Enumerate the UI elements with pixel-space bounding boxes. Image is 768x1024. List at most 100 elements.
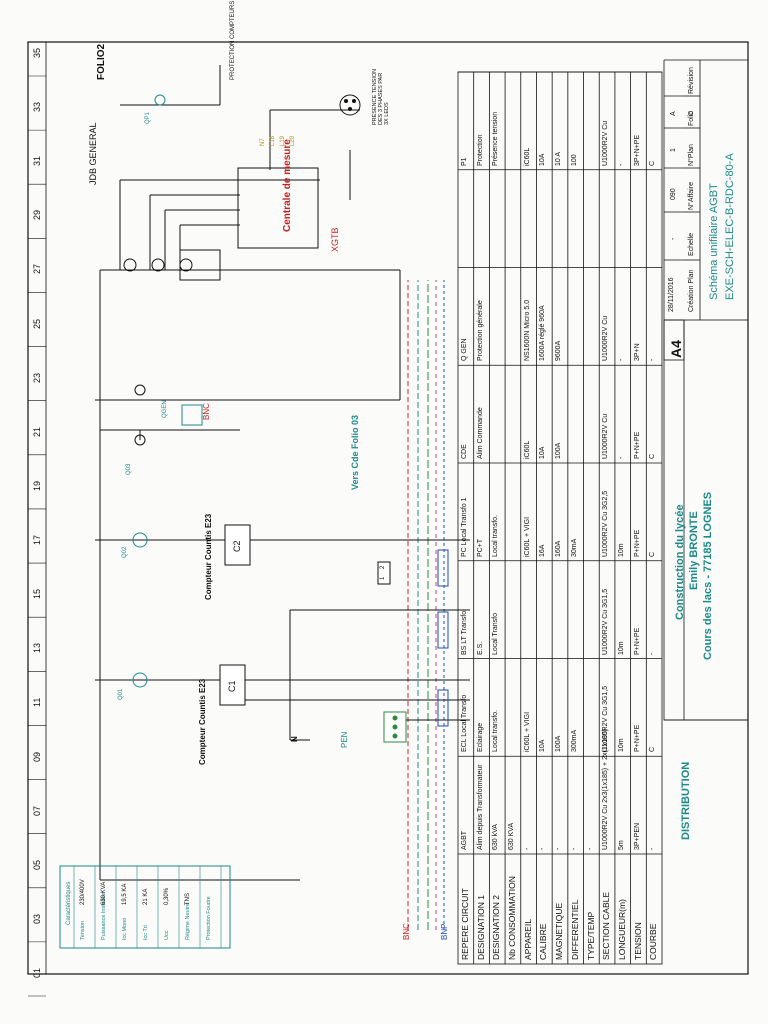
characteristics-row-label: Tension <box>80 921 86 940</box>
project-line-1: Construction du lycée <box>674 504 686 620</box>
table-cell: 5m <box>617 840 625 850</box>
folio-value: A <box>670 111 677 116</box>
table-cell: U1000R2V Cu <box>602 120 610 166</box>
table-row-header: CALIBRE <box>538 923 549 960</box>
grid-number: 33 <box>32 102 42 113</box>
table-cell: Local Transfo <box>492 612 500 655</box>
table-cell: PC+T <box>476 538 484 557</box>
table-cell: - <box>570 847 578 850</box>
xgtb-label: XGTB <box>330 227 340 252</box>
compteur-2-label: Compteur Countis E23 <box>204 513 213 600</box>
folio-label: FOLIO2 <box>96 43 107 80</box>
table-cell: 10A <box>539 446 547 459</box>
table-cell: C <box>649 551 657 557</box>
table-row-header: SECTION CABLE <box>601 891 612 960</box>
table-cell: Protection <box>476 134 484 166</box>
table-row-header: COURBE <box>648 923 659 960</box>
doc-title: Schéma unifilaire AGBT <box>708 183 720 300</box>
grid-number: 01 <box>32 967 42 978</box>
bnc-label: BNC <box>402 923 411 940</box>
table-cell: - <box>617 163 625 166</box>
table-cell: - <box>649 847 657 850</box>
table-cell: U1000R2V Cu 3G1,5 <box>602 588 610 655</box>
grid-number: 15 <box>32 589 42 600</box>
grid-number: 31 <box>32 156 42 167</box>
echelle-value: - <box>670 237 677 240</box>
table-cell: Local transfo. <box>492 514 500 557</box>
table-row-header: REPERE CIRCUIT <box>460 888 470 960</box>
ct-2-icon <box>151 258 165 272</box>
grid-number: 35 <box>32 47 42 58</box>
grid-number: 27 <box>32 264 42 275</box>
bnp-label: BNP <box>440 923 449 940</box>
vers-cde-label: Vers Cde Folio 03 <box>350 414 360 490</box>
table-cell: U1000R2V Cu 3G1,5 <box>602 686 610 753</box>
grid-number: 05 <box>32 859 42 870</box>
grid-number: 11 <box>32 698 42 708</box>
table-row-header: APPAREIL <box>522 919 533 960</box>
table-cell: CDE <box>461 444 468 459</box>
table-cell: iC60L <box>523 147 531 166</box>
qp1-label: QP1 <box>145 111 151 124</box>
table-cell: C <box>649 453 657 459</box>
table-cell: - <box>586 847 594 850</box>
table-cell: 160A <box>555 540 563 557</box>
phase-l20-label: L20 <box>290 135 296 146</box>
bnc-small-label: BNC <box>202 403 211 420</box>
table-cell: NS1600N Micro 5.0 <box>523 300 531 362</box>
table-cell: Protection générale <box>476 300 484 362</box>
circuit-table-frame <box>457 71 663 965</box>
table-cell: 10 A <box>555 151 563 166</box>
table-cell: - <box>539 847 547 850</box>
table-cell: Eclairage <box>476 723 484 753</box>
characteristics-row-value: TNS <box>185 893 191 905</box>
q02-label: Q02 <box>122 546 128 558</box>
pen-label: PEN <box>340 731 349 748</box>
table-cell: - <box>649 652 657 655</box>
table-cell: 630 KVA <box>508 822 516 850</box>
grid-number: 07 <box>32 805 42 816</box>
plan-value: 1 <box>670 148 677 152</box>
phase-n7-label: N7 <box>260 138 266 146</box>
table-cell: U1000R2V Cu <box>602 413 610 459</box>
col-revision: Révision <box>688 67 695 94</box>
table-cell: U1000R2V Cu <box>602 316 610 362</box>
characteristics-row-value: 19,5 KA <box>122 883 128 905</box>
characteristics-title: Caractéristiques <box>66 881 72 925</box>
table-row-header: DESIGNATION 2 <box>491 894 502 960</box>
table-cell: iC60L + VIGI <box>523 516 531 557</box>
table-cell: 10m <box>617 738 625 753</box>
grid-number: 29 <box>32 210 42 221</box>
q01-label: Q01 <box>118 688 124 700</box>
box-1-label: 1 <box>380 576 386 580</box>
c2-label: C2 <box>232 540 242 552</box>
table-row-header: DESIGNATION 1 <box>475 894 486 960</box>
q03-label: Q03 <box>126 463 132 475</box>
breakers <box>132 94 203 688</box>
table-cell: 1600A réglé 960A <box>539 305 547 362</box>
col-affaire: N°Affaire <box>688 182 695 210</box>
table-cell: - <box>649 358 657 362</box>
table-row-header: Nb CONSOMMATION <box>507 876 518 960</box>
grid-number: 21 <box>32 426 42 437</box>
table-cell: 3P+N <box>633 343 641 362</box>
box-1 <box>377 561 391 585</box>
led-indicator-icon <box>339 94 361 116</box>
col-plan: N°Plan <box>688 144 695 166</box>
grid-number: 23 <box>32 372 42 383</box>
centrale-mesure-box <box>237 167 319 249</box>
characteristics-row-value: 21 KA <box>143 888 149 905</box>
table-cell: 10A <box>539 739 547 753</box>
table-cell: P1 <box>461 157 468 166</box>
ct-block <box>179 249 221 281</box>
characteristics-row-value: 630 KVA <box>101 881 107 905</box>
table-row-header: MAGNETIQUE <box>554 902 565 960</box>
presence-tension-label: PRESENCE TENSION DES 3 PHASES PAR 3X LED… <box>372 68 390 125</box>
table-cell: Alim depuis Transformateur <box>476 764 484 850</box>
characteristics-box <box>59 865 231 949</box>
characteristics-row-label: Protection Foudre <box>206 896 212 940</box>
jdb-general-label: JDB GENERAL <box>88 122 98 185</box>
centrale-mesure-label: Centrale de mesure <box>282 139 293 232</box>
table-cell: iC60L <box>523 440 531 459</box>
table-cell: - <box>555 847 563 850</box>
